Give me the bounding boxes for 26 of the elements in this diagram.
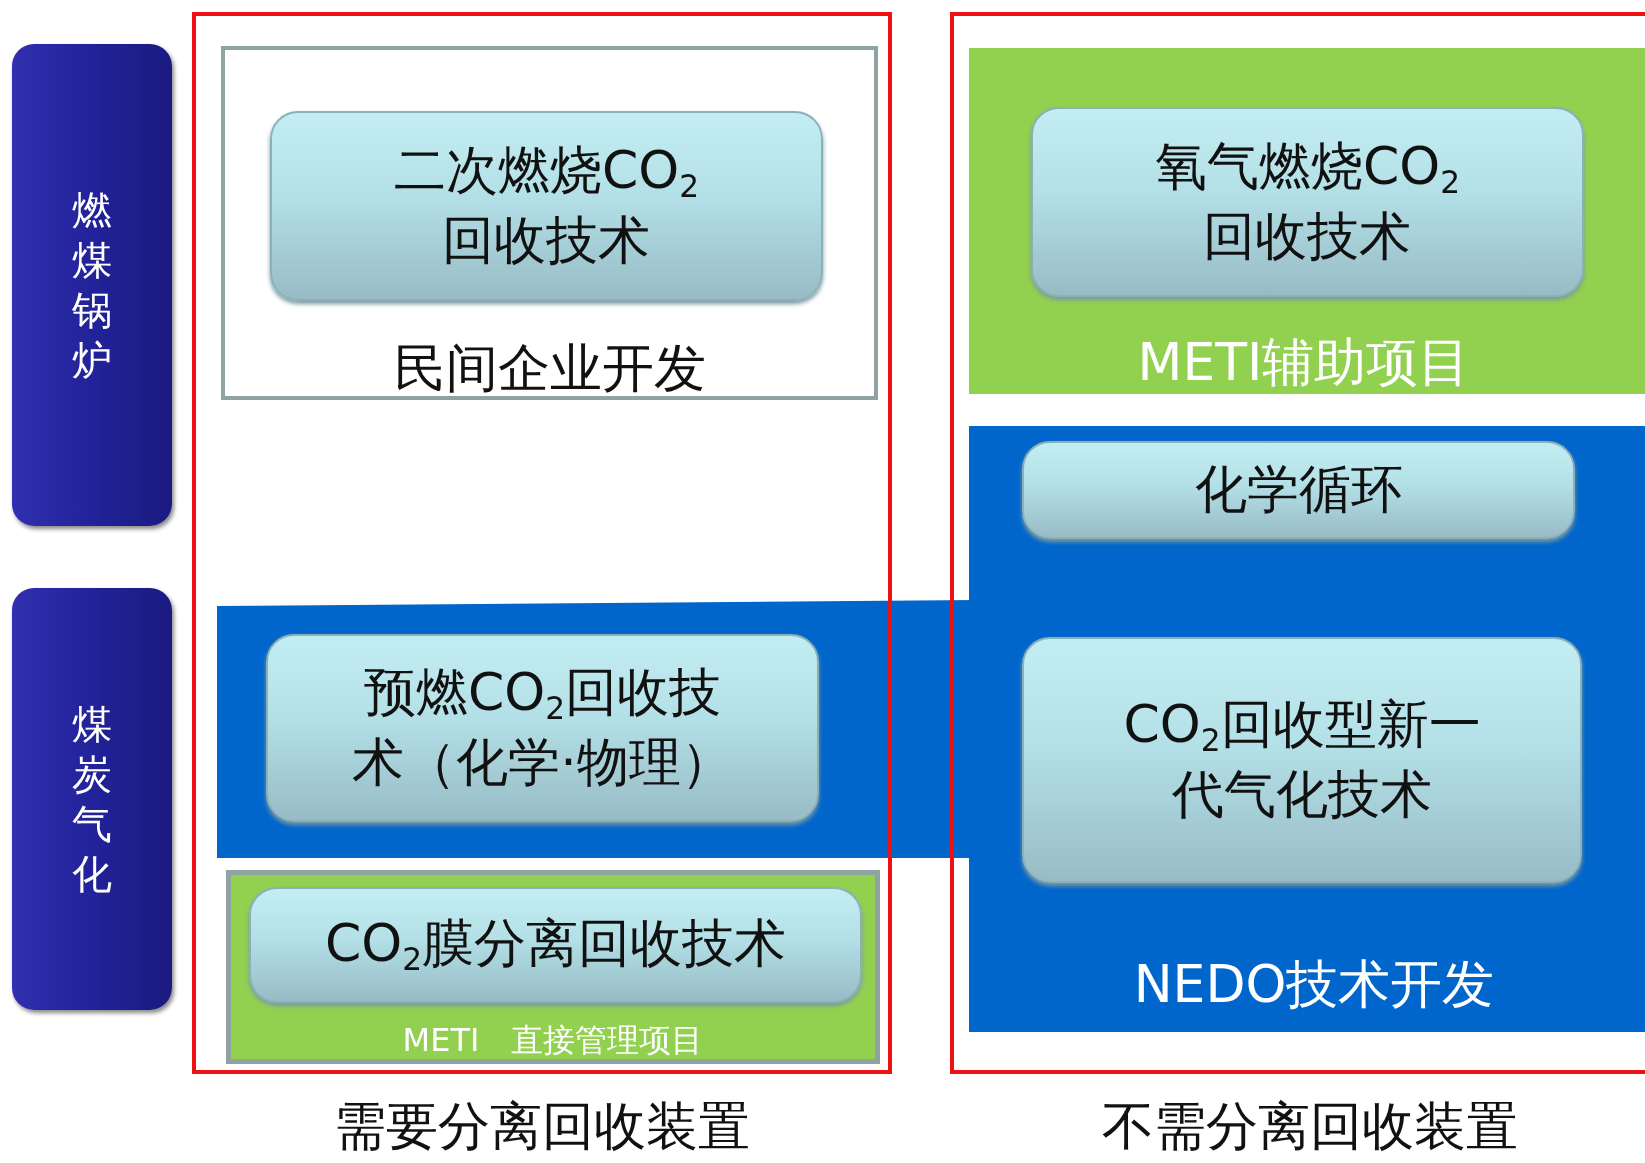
technology-label: 二次燃烧CO$_{2}$回收技术 <box>392 139 701 273</box>
technology-label: CO$_{2}$回收型新一代气化技术 <box>1122 693 1482 827</box>
program-panel <box>969 426 1645 1032</box>
technology-label: 氧气燃烧CO$_{2}$回收技术 <box>1153 135 1462 269</box>
technology-label: 化学循环 <box>1194 458 1403 522</box>
frame-caption: 不需分离回收装置 <box>1101 1095 1519 1158</box>
program-label: NEDO技术开发 <box>1132 953 1496 1016</box>
technology-box <box>270 111 823 301</box>
program-label: 民间企业开发 <box>392 337 707 400</box>
technology-box <box>1031 107 1584 297</box>
technology-box <box>266 634 819 822</box>
group-box <box>221 46 878 400</box>
technology-box <box>1022 441 1575 539</box>
technology-box <box>249 887 862 1003</box>
technology-label: 预燃CO$_{2}$回收技术（化学·物理） <box>351 661 734 795</box>
category-tab <box>12 588 172 1010</box>
program-label: METI辅助项目 <box>1136 331 1472 394</box>
program-box <box>226 870 880 1064</box>
category-tab <box>12 44 172 526</box>
category-label: 燃煤锅炉 <box>71 186 113 385</box>
program-label: METI 直接管理项目 <box>401 1020 705 1061</box>
program-panel <box>969 48 1645 394</box>
technology-label: CO$_{2}$膜分离回收技术 <box>324 912 787 980</box>
technology-box <box>1022 637 1582 883</box>
frame-caption: 需要分离回收装置 <box>333 1095 751 1158</box>
category-label: 煤炭气化 <box>71 700 113 899</box>
